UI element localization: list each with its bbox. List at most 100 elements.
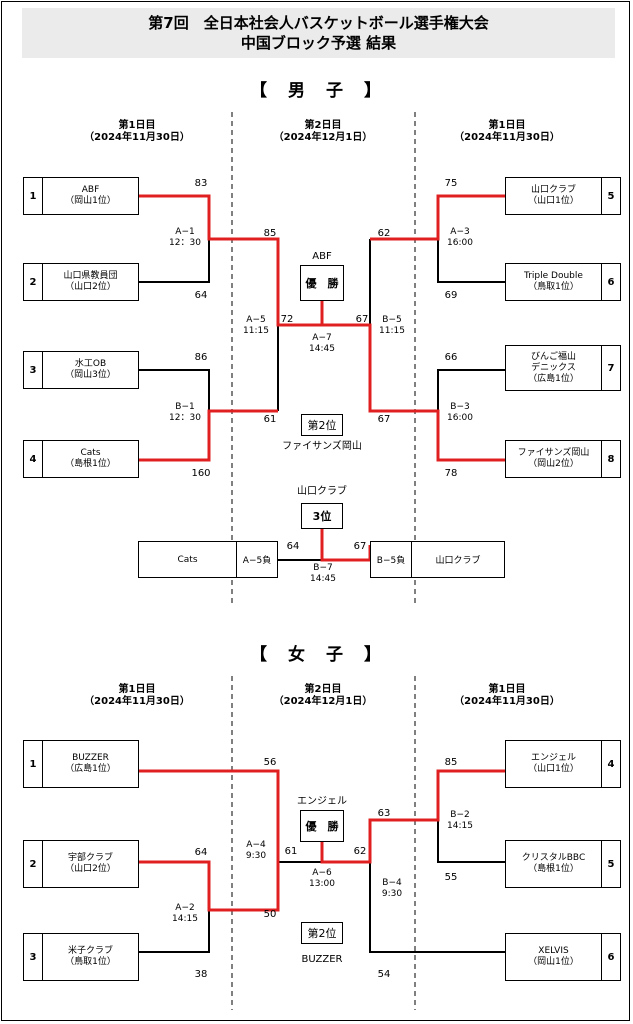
team-name: Triple Double xyxy=(524,271,583,281)
team-sub: （岡山1位） xyxy=(65,196,116,206)
day-label: 第2日目 xyxy=(304,684,342,695)
score: 69 xyxy=(444,290,458,301)
score: 75 xyxy=(444,178,458,189)
team-entry: 6 XELVIS（岡山1位） xyxy=(505,933,621,981)
game-time: 12：30 xyxy=(169,413,201,423)
team-sub: （島根1位） xyxy=(65,459,116,469)
day-label: 第1日目 xyxy=(118,684,156,695)
men-day-center: 第2日目 （2024年12月1日） xyxy=(248,120,398,144)
women-day-right: 第1日目 （2024年11月30日） xyxy=(432,684,582,708)
second-place-box: 第2位 xyxy=(301,922,343,944)
team-name: 山口クラブ xyxy=(435,556,481,566)
team-sub: （鳥取1位） xyxy=(65,957,116,967)
team-entry: 7 びんご福山デニックス（広島1位） xyxy=(505,345,621,391)
score: 64 xyxy=(286,541,300,552)
team-sub: （山口1位） xyxy=(528,764,579,774)
team-sub: （山口1位） xyxy=(528,196,579,206)
seed-number: 6 xyxy=(601,934,620,980)
team-entry: 4 Cats（島根1位） xyxy=(23,440,139,478)
score: 67 xyxy=(377,414,391,425)
game-time: 9:30 xyxy=(381,889,403,899)
team-sub: （岡山3位） xyxy=(65,370,116,380)
score: 64 xyxy=(194,290,208,301)
team-entry: 1 BUZZER（広島1位） xyxy=(23,740,139,788)
seed-number: 1 xyxy=(24,178,43,214)
game-time: 14:45 xyxy=(309,344,335,354)
game-id: B−2 xyxy=(450,810,470,820)
day-label: 第1日目 xyxy=(118,120,156,131)
seed-number: 2 xyxy=(24,841,43,887)
day-label: 第1日目 xyxy=(488,684,526,695)
day-label: 第1日目 xyxy=(488,120,526,131)
game-time: 16:00 xyxy=(447,413,473,423)
team-name: Cats xyxy=(177,554,198,565)
third-place-box: 3位 xyxy=(301,503,343,529)
seed-number: 2 xyxy=(24,264,43,300)
seed-number: 8 xyxy=(601,441,620,477)
score: 62 xyxy=(377,228,391,239)
champion-name: ABF xyxy=(312,251,332,262)
team-entry: 5 クリスタルBBC（島根1位） xyxy=(505,840,621,888)
day-label: 第2日目 xyxy=(304,120,342,131)
men-day-left: 第1日目 （2024年11月30日） xyxy=(62,120,212,144)
game-id: A−2 xyxy=(175,903,195,913)
team-name: クリスタルBBC xyxy=(521,853,586,863)
game-time: 9:30 xyxy=(245,851,267,861)
team-entry: 8 ファイサンズ岡山（岡山2位） xyxy=(505,440,621,478)
score: 83 xyxy=(194,178,208,189)
team-sub: （鳥取1位） xyxy=(528,282,579,292)
score: 55 xyxy=(444,872,458,883)
score: 62 xyxy=(353,846,367,857)
team-name: 米子クラブ xyxy=(67,946,113,956)
seed-number: 5 xyxy=(601,178,620,214)
game-time: 13:00 xyxy=(309,879,335,889)
game-time: 11:15 xyxy=(243,326,269,336)
team-sub: （山口2位） xyxy=(65,282,116,292)
game-time: 12：30 xyxy=(169,238,201,248)
seed-number: 5 xyxy=(601,841,620,887)
game-time: 14:15 xyxy=(172,914,198,924)
team-entry: 2 宇部クラブ（山口2位） xyxy=(23,840,139,888)
seed-number: 7 xyxy=(601,346,620,390)
game-id: A−5 xyxy=(246,315,266,325)
date-label: （2024年12月1日） xyxy=(273,696,373,707)
game-id: A−4 xyxy=(246,840,266,850)
date-label: （2024年11月30日） xyxy=(454,132,560,143)
women-day-center: 第2日目 （2024年12月1日） xyxy=(248,684,398,708)
date-label: （2024年11月30日） xyxy=(84,696,190,707)
third-left-entry: Cats A−5負 xyxy=(138,541,278,578)
game-id: B−3 xyxy=(450,402,470,412)
team-name-line2: デニックス xyxy=(531,362,576,373)
team-entry: 5 山口クラブ（山口1位） xyxy=(505,177,621,215)
champion-box: 優 勝 xyxy=(300,810,344,842)
women-day-left: 第1日目 （2024年11月30日） xyxy=(62,684,212,708)
game-id: B−7 xyxy=(313,563,333,573)
seed-number: 1 xyxy=(24,741,43,787)
score: 78 xyxy=(444,468,458,479)
loser-tag: B−5負 xyxy=(371,542,412,577)
game-time: 11:15 xyxy=(379,326,405,336)
score: 160 xyxy=(191,468,211,479)
team-name: BUZZER xyxy=(72,753,109,763)
seed-number: 6 xyxy=(601,264,620,300)
men-heading: 【 男 子 】 xyxy=(250,81,383,101)
team-entry: 2 山口県教員団（山口2位） xyxy=(23,263,139,301)
team-name: ファイサンズ岡山 xyxy=(517,448,590,458)
game-time: 14:15 xyxy=(447,821,473,831)
score: 50 xyxy=(263,909,277,920)
score: 38 xyxy=(194,969,208,980)
score: 61 xyxy=(263,414,277,425)
team-sub: （山口2位） xyxy=(65,864,116,874)
date-label: （2024年11月30日） xyxy=(454,696,560,707)
team-name: 水工OB xyxy=(74,359,107,369)
